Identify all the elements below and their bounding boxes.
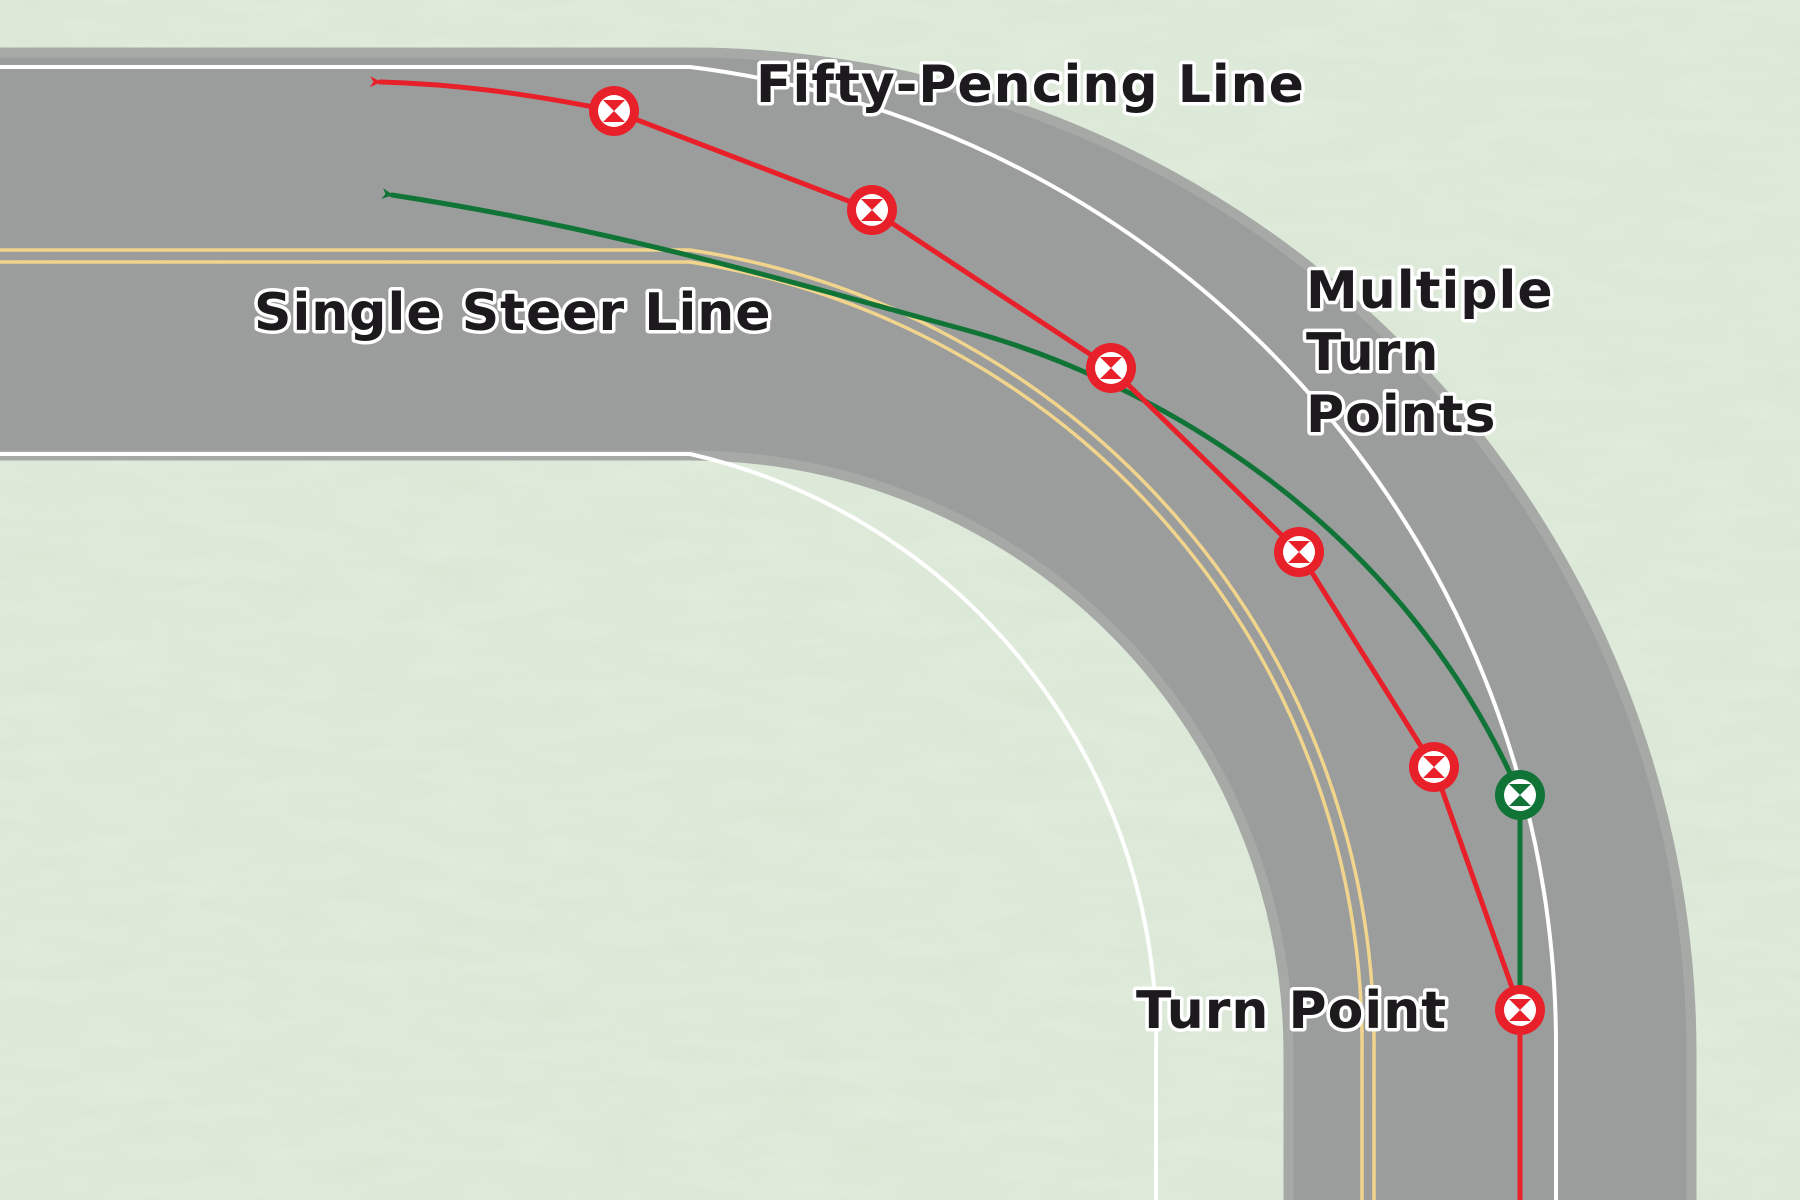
single-steer-label: Single Steer Line	[254, 283, 772, 343]
turn-point-marker	[847, 185, 897, 235]
center-line-outer	[0, 248, 1376, 1200]
fifty-pencing-label: Fifty-Pencing Line	[756, 55, 1305, 115]
fifty-pencing-markers	[589, 86, 1545, 1035]
multiple-turn-points-label-line3: Points	[1306, 385, 1497, 445]
single-steer-line	[381, 188, 1523, 1015]
turn-point-marker	[589, 86, 639, 136]
single-steer-marker	[1495, 770, 1545, 820]
center-line-inner	[0, 260, 1364, 1200]
road-texture	[0, 57, 1687, 1200]
inner-edge-line	[0, 452, 1159, 1200]
turn-point-marker	[1409, 742, 1459, 792]
turn-point-marker	[1495, 985, 1545, 1035]
turn-point-marker	[1086, 343, 1136, 393]
multiple-turn-points-label-line2: Turn	[1306, 323, 1439, 383]
outer-edge-line	[0, 65, 1559, 1200]
multiple-turn-points-label-line1: Multiple	[1306, 261, 1554, 321]
turn-point-label: Turn Point	[1136, 981, 1447, 1041]
turn-point-marker	[1274, 527, 1324, 577]
road	[0, 47, 1697, 1200]
